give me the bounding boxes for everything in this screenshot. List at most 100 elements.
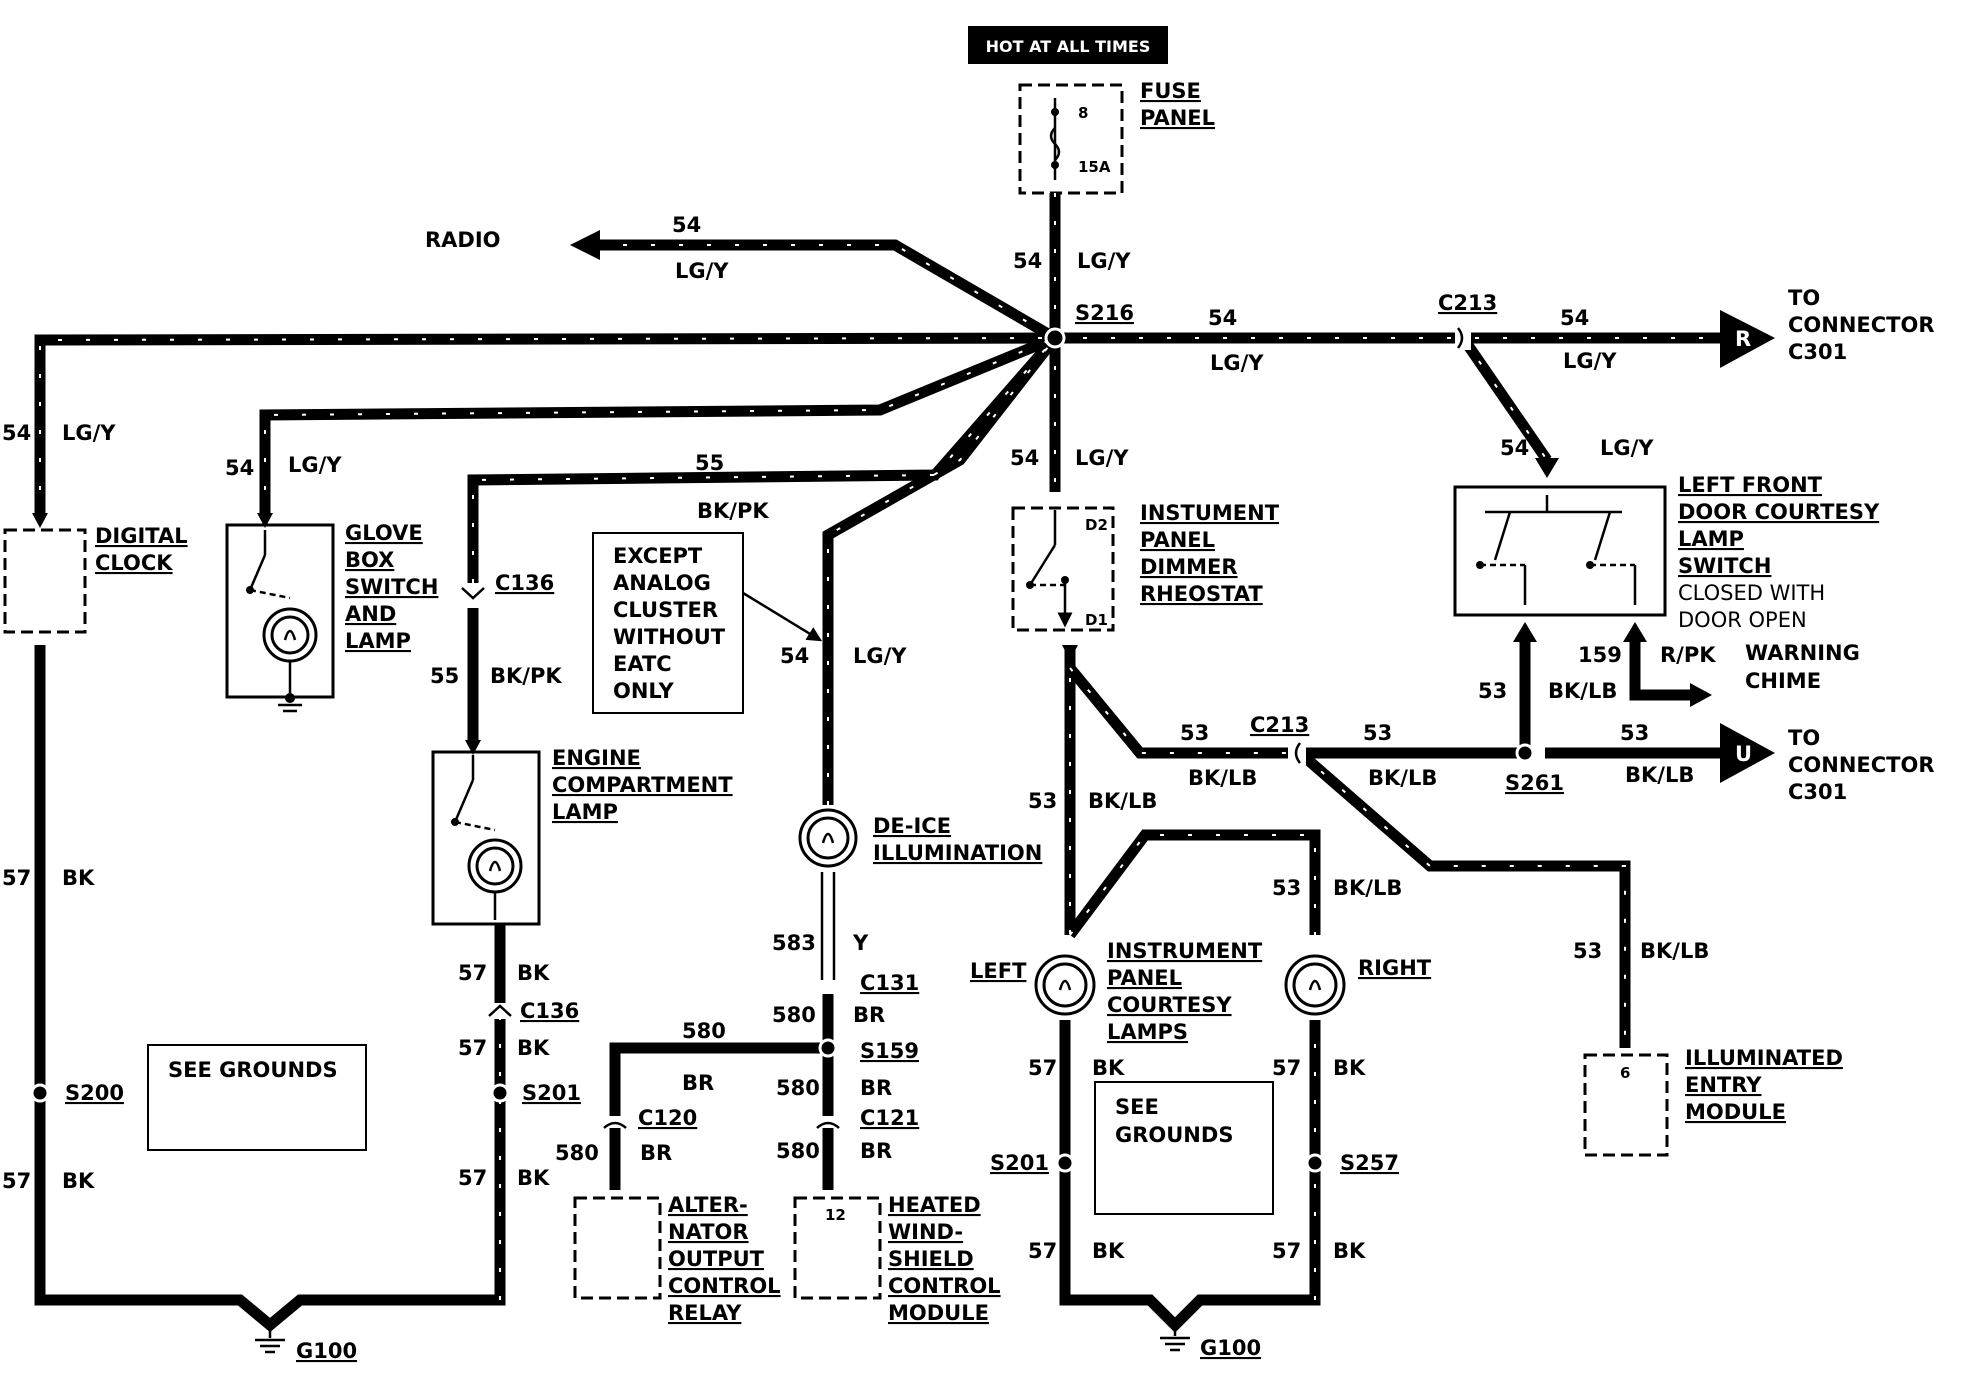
left-front-door-switch [1453, 485, 1667, 617]
see-grounds-right-line-2: GROUNDS [1115, 1123, 1233, 1147]
courtesy-lamps-label-1: INSTRUMENT [1107, 939, 1263, 963]
connector-r-letter: R [1735, 327, 1751, 351]
svg-text:57: 57 [1028, 1056, 1057, 1080]
heated-windshield-label-3: SHIELD [888, 1247, 974, 1271]
svg-text:57: 57 [1272, 1056, 1301, 1080]
dimmer-label-3: DIMMER [1140, 555, 1238, 579]
alternator-label-5: RELAY [668, 1301, 742, 1325]
svg-text:BK/PK: BK/PK [697, 499, 769, 523]
wire-labels: 54 LG/Y 54 LG/Y 54 LG/Y 54 LG/Y 54 LG/Y … [2, 249, 1709, 1263]
alternator-label-2: NATOR [668, 1220, 749, 1244]
svg-text:54: 54 [1500, 436, 1529, 460]
svg-text:57: 57 [458, 1166, 487, 1190]
illuminated-entry-label-2: ENTRY [1685, 1073, 1762, 1097]
connector-c136-top: C136 [495, 571, 554, 595]
fuse-panel-label-2: PANEL [1140, 106, 1215, 130]
alternator-label-3: OUTPUT [668, 1247, 765, 1271]
svg-text:54: 54 [2, 421, 31, 445]
svg-text:54: 54 [1560, 306, 1589, 330]
left-courtesy-lamp [1034, 954, 1096, 1016]
svg-text:54: 54 [225, 456, 254, 480]
svg-text:580: 580 [682, 1019, 726, 1043]
connector-c136-bottom: C136 [520, 999, 579, 1023]
illuminated-entry-label-3: MODULE [1685, 1100, 1786, 1124]
splice-s201-right: S201 [990, 1151, 1049, 1175]
svg-text:54: 54 [1010, 446, 1039, 470]
splice-s201-left: S201 [522, 1081, 581, 1105]
svg-text:583: 583 [772, 931, 816, 955]
connector-c120: C120 [638, 1106, 697, 1130]
right-courtesy-lamp [1284, 954, 1346, 1016]
svg-text:BK: BK [62, 866, 95, 890]
fuse-panel-label-1: FUSE [1140, 79, 1201, 103]
connector-c121: C121 [860, 1106, 919, 1130]
door-switch-arrow-out-1 [1513, 622, 1537, 642]
except-note-line-5: EATC [613, 652, 672, 676]
warning-chime-label-2: CHIME [1745, 669, 1821, 693]
glove-box-label-3: SWITCH [345, 575, 438, 599]
svg-text:BK/LB: BK/LB [1188, 766, 1257, 790]
alternator-label-1: ALTER- [668, 1193, 748, 1217]
dimmer-label-4: RHEOSTAT [1140, 582, 1263, 606]
see-grounds-left-text: SEE GROUNDS [168, 1058, 338, 1082]
courtesy-lamps-label-2: PANEL [1107, 966, 1182, 990]
glove-box-label-5: LAMP [345, 629, 411, 653]
svg-text:53: 53 [1363, 721, 1392, 745]
svg-text:LG/Y: LG/Y [1077, 249, 1131, 273]
svg-text:LG/Y: LG/Y [1563, 349, 1617, 373]
door-switch-label-4: SWITCH [1678, 554, 1771, 578]
svg-text:57: 57 [2, 1169, 31, 1193]
g100-right-label: G100 [1200, 1336, 1261, 1360]
svg-text:580: 580 [776, 1139, 820, 1163]
svg-text:LG/Y: LG/Y [1075, 446, 1129, 470]
svg-text:BK: BK [1092, 1056, 1125, 1080]
connector-u-line-1: TO [1788, 726, 1820, 750]
svg-text:54: 54 [1208, 306, 1237, 330]
splice-s257: S257 [1340, 1151, 1399, 1175]
svg-text:57: 57 [1272, 1239, 1301, 1263]
digital-clock-arrow [32, 513, 48, 528]
heated-windshield-module-box [793, 1196, 882, 1300]
wire-583-y [820, 872, 836, 980]
except-note-line-1: EXCEPT [613, 544, 703, 568]
wire-159-color: R/PK [1660, 643, 1716, 667]
svg-text:580: 580 [776, 1076, 820, 1100]
illuminated-entry-pin: 6 [1620, 1064, 1630, 1082]
dimmer-pin-d2: D2 [1085, 516, 1108, 534]
courtesy-lamp-right-label: RIGHT [1358, 956, 1432, 980]
heated-windshield-label-2: WIND- [888, 1220, 963, 1244]
see-grounds-left-box [147, 1044, 367, 1151]
heated-windshield-label-1: HEATED [888, 1193, 981, 1217]
svg-text:BK/LB: BK/LB [1625, 763, 1694, 787]
svg-text:53: 53 [1478, 679, 1507, 703]
glove-box-label-1: GLOVE [345, 521, 423, 545]
svg-text:BK: BK [62, 1169, 95, 1193]
except-note-box [592, 532, 744, 714]
svg-text:LG/Y: LG/Y [1210, 351, 1264, 375]
connector-r-arrow [1720, 310, 1775, 368]
svg-text:BR: BR [860, 1076, 892, 1100]
courtesy-lamp-left-label: LEFT [970, 959, 1027, 983]
connector-u-line-3: C301 [1788, 780, 1847, 804]
radio-circuit: 54 [672, 213, 701, 237]
alternator-label-4: CONTROL [668, 1274, 781, 1298]
connector-r-line-2: CONNECTOR [1788, 313, 1935, 337]
svg-text:54: 54 [780, 644, 809, 668]
radio-arrow [570, 230, 600, 260]
except-note-line-3: CLUSTER [613, 598, 718, 622]
de-ice-illumination-lamp [798, 808, 858, 868]
heated-windshield-label-5: MODULE [888, 1301, 989, 1325]
svg-text:57: 57 [458, 1036, 487, 1060]
ground-g100-left [255, 1325, 285, 1354]
svg-text:BK/LB: BK/LB [1640, 939, 1709, 963]
see-grounds-right-line-1: SEE [1115, 1095, 1159, 1119]
connector-breaks [461, 326, 1471, 1129]
svg-text:BK: BK [517, 1036, 550, 1060]
svg-text:53: 53 [1180, 721, 1209, 745]
chime-arrow [1690, 683, 1712, 707]
svg-text:BR: BR [860, 1139, 892, 1163]
svg-text:57: 57 [1028, 1239, 1057, 1263]
svg-text:BK/PK: BK/PK [490, 664, 562, 688]
radio-color: LG/Y [675, 259, 729, 283]
